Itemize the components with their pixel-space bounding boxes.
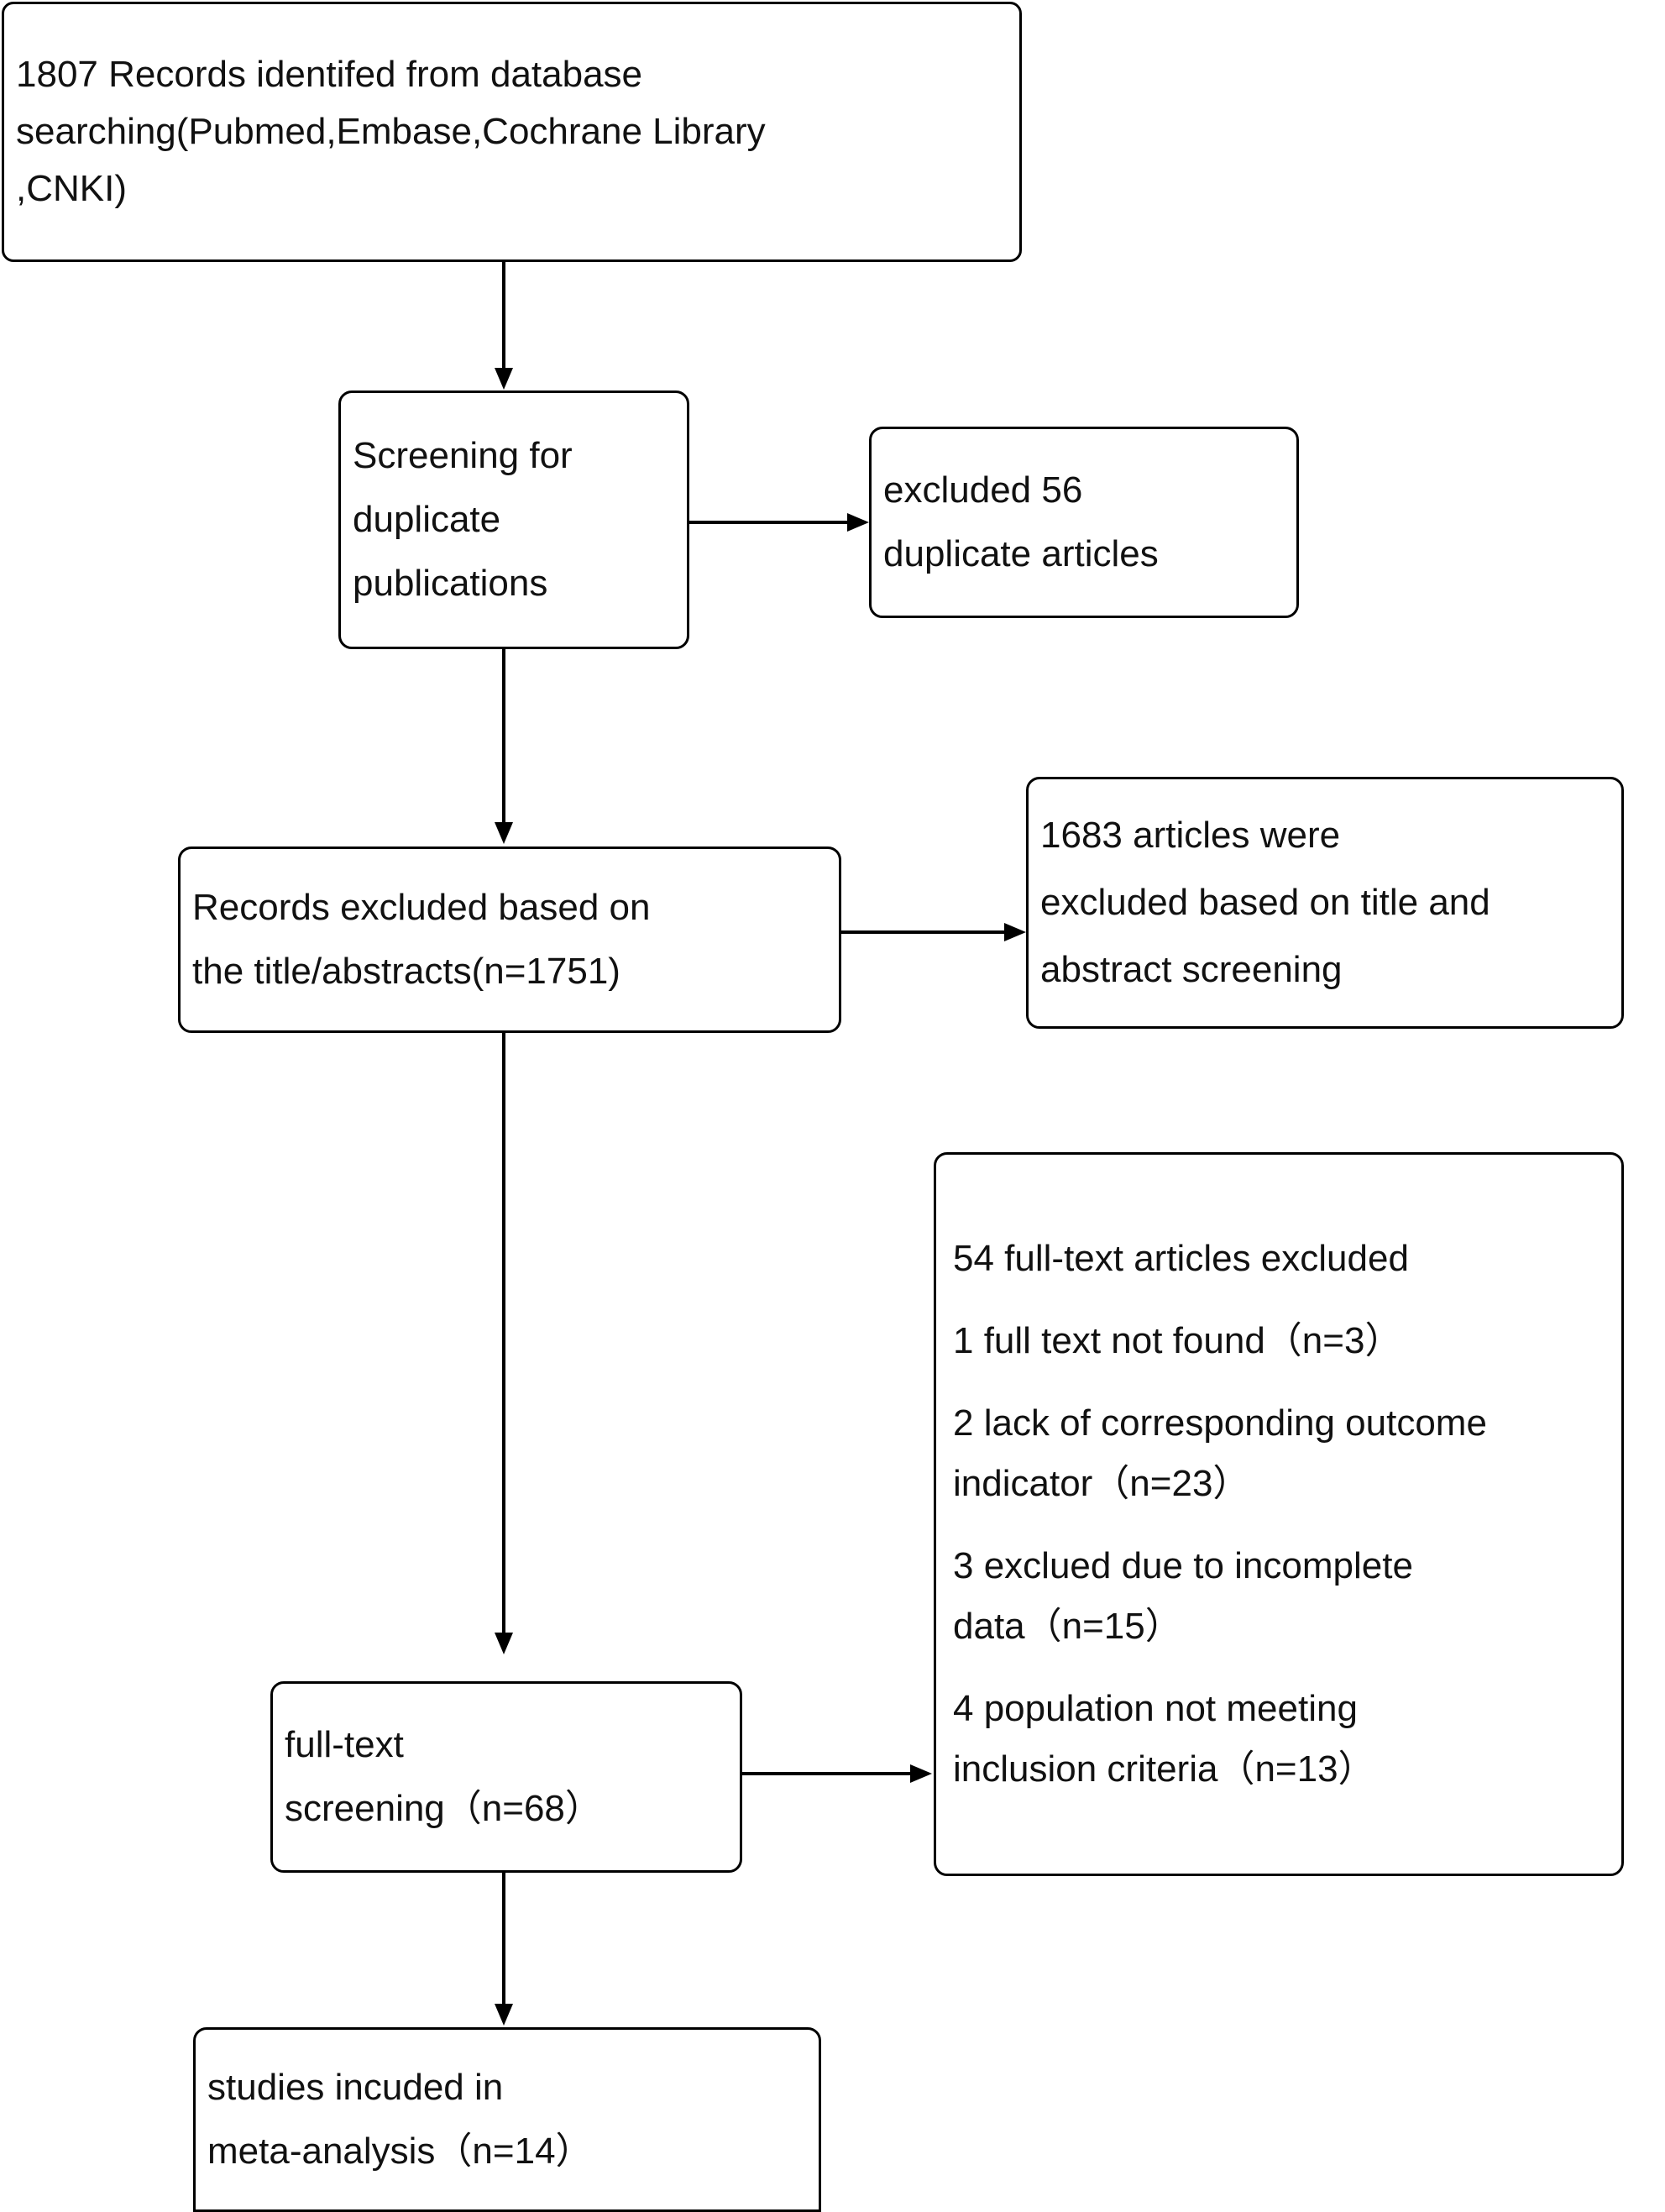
text-line: excluded 56: [883, 469, 1083, 511]
exclusion-reason-4: 4 population not meeting inclusion crite…: [953, 1679, 1605, 1800]
arrowhead-down-duplicate-screening-to-title-abstract: [495, 822, 513, 844]
text-line: 1 full text not found（n=3）: [953, 1320, 1402, 1361]
text-line: meta-analysis（n=14）: [207, 2131, 593, 2172]
text-line: Records excluded based on: [192, 887, 651, 928]
node-articles-excluded-title-abstract-text: 1683 articles were excluded based on tit…: [1029, 802, 1621, 1004]
node-full-text-articles-excluded-text: 54 full-text articles excluded 1 full te…: [936, 1229, 1621, 1800]
node-full-text-articles-excluded[interactable]: 54 full-text articles excluded 1 full te…: [934, 1152, 1624, 1876]
arrowhead-down-title-abstract-to-full-text-screening: [495, 1633, 513, 1654]
text-line: Screening for: [353, 435, 573, 476]
arrowhead-right-duplicate-screening-to-duplicates-excluded: [847, 513, 869, 532]
node-records-excluded-title-abstract[interactable]: Records excluded based on the title/abst…: [178, 847, 841, 1033]
text-line: data（n=15）: [953, 1606, 1182, 1647]
text-line: abstract screening: [1040, 949, 1343, 990]
text-line: ,CNKI): [16, 168, 127, 209]
node-full-text-screening[interactable]: full-text screening（n=68）: [270, 1681, 742, 1873]
connector-duplicate-screening-to-duplicates-excluded: [689, 521, 851, 524]
arrowhead-down-identified-to-duplicate-screening: [495, 368, 513, 390]
text-line: 2 lack of corresponding outcome: [953, 1402, 1487, 1444]
text-line: 1683 articles were: [1040, 815, 1341, 856]
arrowhead-down-full-text-screening-to-included: [495, 2004, 513, 2026]
node-full-text-screening-text: full-text screening（n=68）: [273, 1713, 740, 1841]
text-line: searching(Pubmed,Embase,Cochrane Library: [16, 111, 766, 152]
text-line: studies incuded in: [207, 2067, 504, 2108]
connector-duplicate-screening-to-title-abstract: [502, 649, 505, 824]
text-line: inclusion criteria（n=13）: [953, 1748, 1375, 1790]
node-records-identified[interactable]: 1807 Records identifed from database sea…: [2, 2, 1022, 262]
connector-full-text-screening-to-full-text-excluded: [742, 1772, 912, 1775]
connector-title-abstract-to-articles-excluded: [841, 930, 1008, 934]
text-line: screening（n=68）: [285, 1788, 602, 1829]
node-records-identified-text: 1807 Records identifed from database sea…: [4, 46, 1019, 218]
node-duplicate-screening[interactable]: Screening for duplicate publications: [338, 391, 689, 649]
connector-full-text-screening-to-included: [502, 1873, 505, 2005]
text-line: duplicate articles: [883, 533, 1159, 574]
exclusion-heading: 54 full-text articles excluded: [953, 1229, 1605, 1289]
text-line: publications: [353, 563, 548, 604]
node-studies-included[interactable]: studies incuded in meta-analysis（n=14）: [193, 2027, 821, 2212]
text-line: 4 population not meeting: [953, 1688, 1358, 1729]
exclusion-reason-1: 1 full text not found（n=3）: [953, 1311, 1605, 1371]
arrowhead-right-full-text-screening-to-full-text-excluded: [910, 1764, 932, 1783]
connector-title-abstract-to-full-text-screening: [502, 1033, 505, 1634]
node-studies-included-text: studies incuded in meta-analysis（n=14）: [196, 2056, 819, 2183]
text-line: duplicate: [353, 499, 501, 540]
exclusion-reason-3: 3 exclued due to incomplete data（n=15）: [953, 1536, 1605, 1657]
text-line: 3 exclued due to incomplete: [953, 1545, 1413, 1586]
text-line: excluded based on title and: [1040, 882, 1490, 923]
connector-identified-to-duplicate-screening: [502, 262, 505, 370]
text-line: indicator（n=23）: [953, 1463, 1250, 1504]
text-line: the title/abstracts(n=1751): [192, 951, 620, 992]
node-articles-excluded-title-abstract[interactable]: 1683 articles were excluded based on tit…: [1026, 777, 1624, 1029]
node-duplicate-screening-text: Screening for duplicate publications: [341, 424, 687, 616]
node-records-excluded-title-abstract-text: Records excluded based on the title/abst…: [181, 876, 839, 1004]
arrowhead-right-title-abstract-to-articles-excluded: [1004, 923, 1026, 941]
node-duplicates-excluded[interactable]: excluded 56 duplicate articles: [869, 427, 1299, 618]
text-line: 54 full-text articles excluded: [953, 1238, 1409, 1279]
exclusion-reason-2: 2 lack of corresponding outcome indicato…: [953, 1393, 1605, 1514]
node-duplicates-excluded-text: excluded 56 duplicate articles: [872, 459, 1296, 586]
text-line: full-text: [285, 1724, 404, 1765]
text-line: 1807 Records identifed from database: [16, 54, 643, 95]
